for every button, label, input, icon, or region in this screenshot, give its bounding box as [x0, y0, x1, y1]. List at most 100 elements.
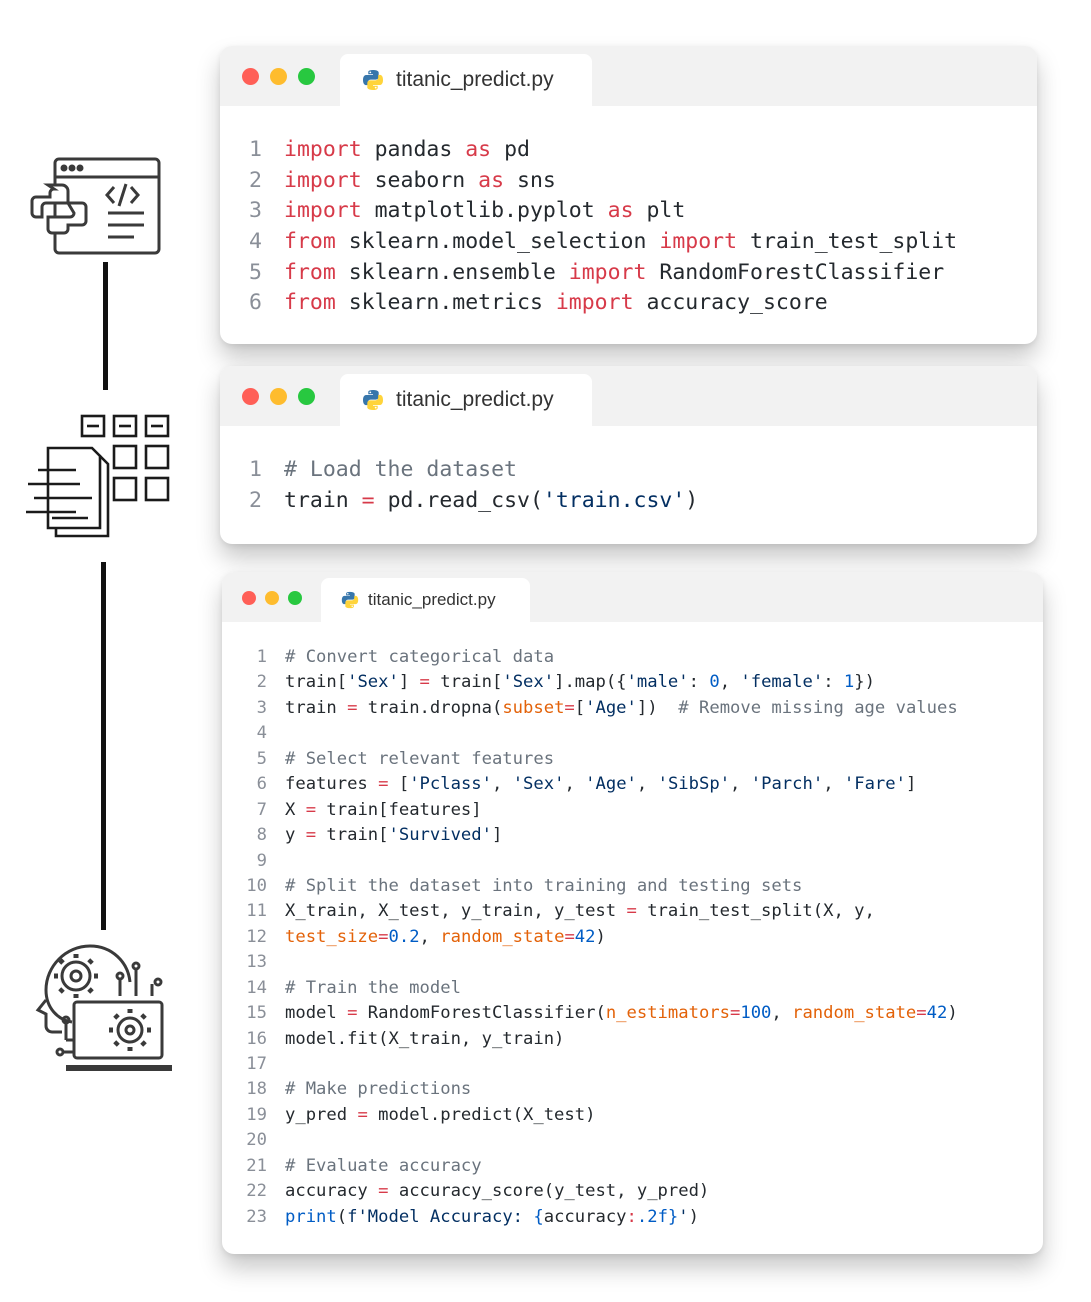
line-number: 17 [246, 1054, 267, 1074]
code-token: = [730, 1003, 741, 1024]
code-token: import [284, 198, 362, 224]
code-token: , [823, 774, 844, 795]
code-token: sklearn.model_selection [335, 229, 660, 255]
code-token: = [378, 1181, 389, 1202]
maximize-window-dot[interactable] [298, 388, 315, 405]
code-token: accuracy [543, 1206, 627, 1227]
code-token: print [285, 1206, 337, 1227]
code-token: 100 [740, 1003, 772, 1024]
close-window-dot[interactable] [242, 591, 256, 605]
code-token: = [305, 799, 317, 820]
code-token: accuracy_score [633, 290, 828, 316]
code-token: 'Age' [585, 697, 637, 718]
window-titlebar: titanic_predict.py [220, 366, 1037, 426]
line-number: 4 [256, 723, 267, 744]
code-token: from [284, 259, 336, 285]
file-tab[interactable]: titanic_predict.py [340, 54, 592, 106]
code-token: { [533, 1206, 544, 1227]
maximize-window-dot[interactable] [288, 591, 302, 605]
line-number: 2 [249, 167, 262, 193]
code-token: 'train.csv' [542, 487, 686, 513]
code-token: 'SibSp' [657, 774, 731, 795]
code-token: pd [491, 137, 530, 162]
code-token: [ [388, 774, 410, 795]
code-token: = [357, 1104, 368, 1125]
line-number: 22 [246, 1181, 267, 1202]
code-token: accuracy [285, 1181, 379, 1202]
minimize-window-dot[interactable] [270, 68, 287, 85]
code-line: 5# Select relevant features [245, 747, 958, 772]
code-token: ) [595, 926, 606, 947]
close-window-dot[interactable] [242, 388, 259, 405]
code-token: # Remove missing age values [678, 697, 958, 718]
code-token: features [285, 774, 379, 795]
code-token: , [419, 926, 441, 947]
code-token: ) [947, 1003, 958, 1024]
code-token: = [564, 697, 575, 718]
code-token: 0 [709, 672, 720, 693]
code-token: # Load the dataset [284, 457, 517, 482]
code-token: sklearn.metrics [335, 290, 556, 316]
code-token: 'Sex' [502, 672, 555, 693]
file-tab[interactable]: titanic_predict.py [321, 578, 530, 622]
code-token: seaborn [361, 167, 479, 193]
code-token: , [492, 774, 513, 795]
line-number: 11 [246, 901, 267, 922]
code-line: 21# Evaluate accuracy [245, 1154, 958, 1179]
code-token: random_state [792, 1003, 917, 1024]
file-tab[interactable]: titanic_predict.py [340, 374, 592, 426]
code-token: from [284, 290, 336, 316]
code-token: # Convert categorical data [285, 647, 555, 667]
line-number: 7 [256, 799, 267, 820]
code-token: = [564, 926, 575, 947]
code-token: 'Sex' [347, 672, 399, 693]
file-tab-label: titanic_predict.py [396, 388, 554, 411]
code-token: matplotlib.pyplot [361, 198, 608, 224]
code-token: 'Age' [585, 774, 637, 795]
code-token: = [305, 825, 317, 846]
code-token: as [478, 167, 505, 193]
line-number: 4 [249, 229, 262, 255]
code-token: sklearn.ensemble [335, 259, 569, 285]
code-token: # Make predictions [285, 1079, 472, 1100]
line-number: 3 [249, 198, 262, 224]
line-number: 18 [246, 1079, 267, 1100]
code-token: 'Survived' [388, 825, 492, 846]
code-token: 42 [574, 926, 596, 947]
code-token: = [419, 672, 430, 693]
code-token: sns [504, 167, 556, 193]
line-number: 3 [256, 697, 267, 718]
code-token: RandomForestClassifier [646, 259, 945, 285]
code-token: model.predict(X_test) [367, 1104, 596, 1125]
code-token: model [285, 1003, 348, 1024]
line-number: 15 [246, 1003, 267, 1024]
code-token: = [626, 901, 637, 922]
pipeline-connector-1 [103, 262, 108, 390]
minimize-window-dot[interactable] [265, 591, 279, 605]
line-number: 2 [256, 672, 267, 693]
code-token: pd.read_csv( [374, 487, 543, 513]
file-tab-label: titanic_predict.py [368, 590, 496, 609]
code-token: 1 [843, 672, 855, 693]
maximize-window-dot[interactable] [298, 68, 315, 85]
code-token: test_size [285, 926, 379, 947]
code-line: 1# Convert categorical data [245, 645, 958, 670]
code-token: train [285, 697, 348, 718]
code-token: = [378, 774, 389, 795]
minimize-window-dot[interactable] [270, 388, 287, 405]
close-window-dot[interactable] [242, 68, 259, 85]
code-token: import [659, 229, 738, 255]
code-line: 13 [245, 950, 958, 975]
code-token: pandas [361, 137, 466, 162]
line-number: 14 [246, 977, 267, 998]
window-titlebar: titanic_predict.py [222, 572, 1043, 622]
